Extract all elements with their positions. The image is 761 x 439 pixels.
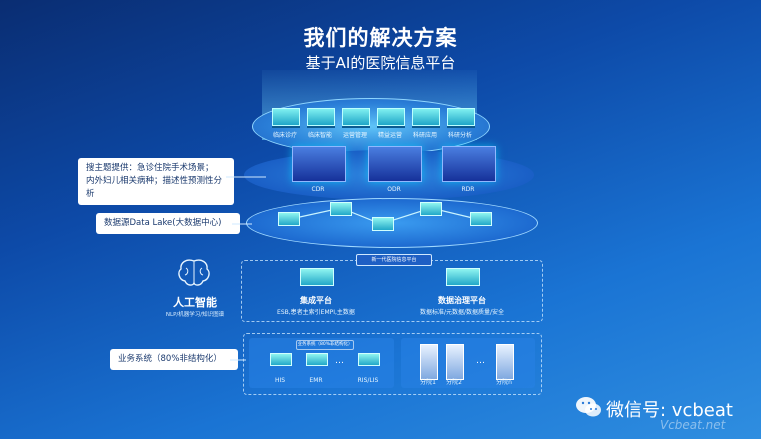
business-callout: 业务系统（80%非结构化） (110, 349, 238, 370)
ris-lis-label: RIS/LIS (357, 377, 379, 384)
cube-icon (292, 146, 346, 182)
branch-building-icon (496, 344, 514, 380)
page-subtitle: 基于AI的医院信息平台 (305, 54, 456, 72)
top-item-2: 运营管理 (342, 108, 370, 139)
datalake-node-icon (278, 212, 300, 226)
top-item-4: 科研应用 (412, 108, 440, 139)
branch-1-label: 分院1 (420, 379, 436, 386)
branch-n-label: 分院n (496, 379, 512, 386)
cube-icon (377, 108, 405, 126)
top-item-1: 临床智能 (307, 108, 335, 139)
middle-item-odr: ODR (368, 146, 422, 193)
emr-label: EMR (309, 377, 323, 384)
datalake-connector (232, 223, 252, 225)
his-icon (270, 353, 292, 366)
cube-icon (307, 108, 335, 126)
cube-icon (368, 146, 422, 182)
page-title: 我们的解决方案 (303, 26, 458, 50)
watermark-sub: Vcbeat.net (660, 418, 726, 432)
datalake-callout: 数据源Data Lake(大数据中心) (96, 213, 240, 234)
top-item-3: 精益运营 (377, 108, 405, 139)
integration-subtitle: ESB,患者主索引EMPI,主数据 (277, 309, 355, 316)
cube-icon (272, 108, 300, 126)
datalake-node-icon (470, 212, 492, 226)
datalake-node-icon (372, 217, 394, 231)
emr-icon (306, 353, 328, 366)
branch-building-icon (420, 344, 438, 380)
top-item-0: 临床诊疗 (272, 108, 300, 139)
ris-lis-icon (358, 353, 380, 366)
governance-title: 数据治理平台 (438, 296, 486, 305)
cube-icon (442, 146, 496, 182)
datalake-node-icon (420, 202, 442, 216)
topic-connector (226, 176, 266, 178)
platform-header: 新一代医院信息平台 (356, 254, 432, 266)
ai-title: 人工智能 (173, 296, 217, 309)
governance-subtitle: 数据标准/元数据/数据质量/安全 (419, 309, 505, 316)
wechat-icon (576, 397, 601, 417)
brain-icon (178, 259, 210, 286)
top-layer-items: 临床诊疗 临床智能 运营管理 精益运营 科研应用 科研分析 (272, 108, 482, 148)
middle-item-rdr: RDR (442, 146, 496, 193)
business-box (243, 333, 542, 395)
ellipsis-right: … (476, 356, 485, 366)
ellipsis-left: … (335, 356, 344, 366)
cube-icon (447, 108, 475, 126)
top-item-5: 科研分析 (447, 108, 475, 139)
datalake-node-icon (330, 202, 352, 216)
integration-icon (300, 268, 334, 286)
topic-callout: 搜主题提供：急诊住院手术场景； 内外妇儿相关病种；描述性预测性分析 (78, 158, 234, 205)
watermark-text: 微信号: vcbeat (606, 400, 733, 421)
governance-icon (446, 268, 480, 286)
integration-title: 集成平台 (300, 296, 332, 305)
ai-subtitle: NLP/机器学习/知识图谱 (165, 312, 225, 318)
branch-2-label: 分院2 (446, 379, 462, 386)
business-left-header: 业务系统（80%非结构化） (296, 340, 354, 350)
branch-building-icon (446, 344, 464, 380)
cube-icon (342, 108, 370, 126)
his-label: HIS (274, 377, 286, 384)
cube-icon (412, 108, 440, 126)
middle-item-cdr: CDR (292, 146, 346, 193)
